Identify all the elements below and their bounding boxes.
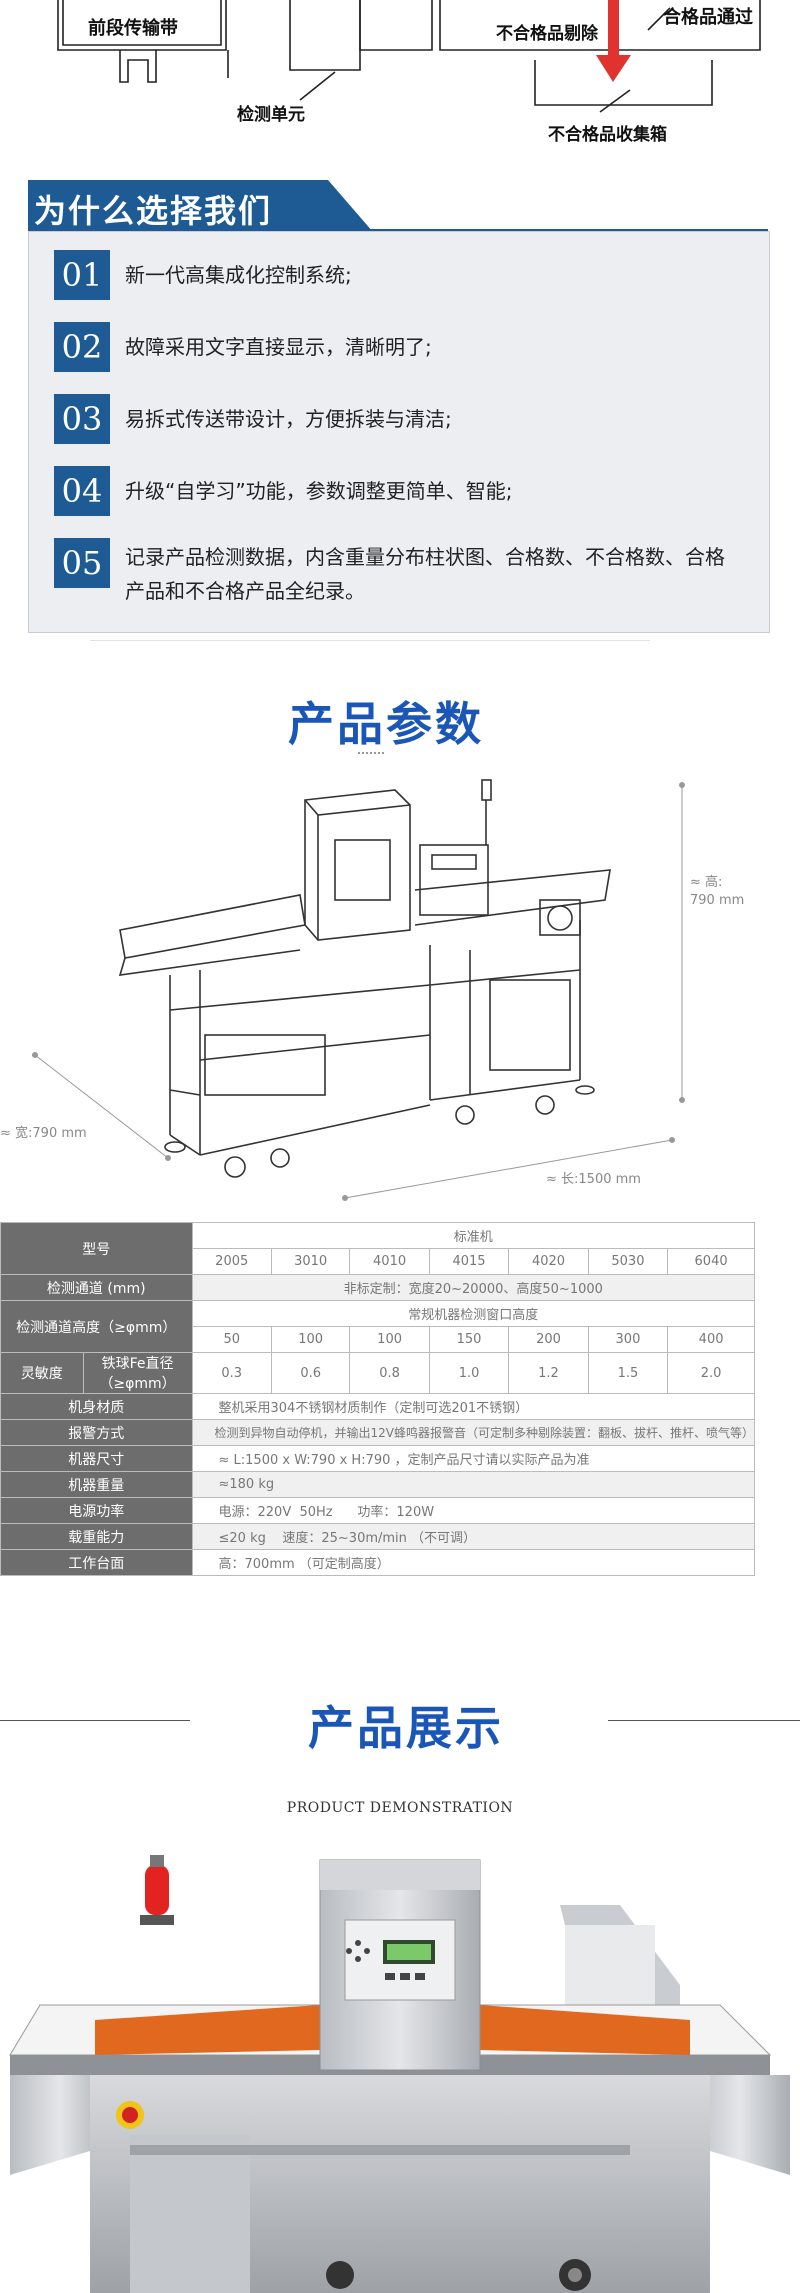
table-row: 工作台面 高：700mm （可定制高度）: [0, 1549, 755, 1576]
params-title: 产品参数: [288, 697, 484, 751]
item-number: 01: [54, 250, 110, 300]
height-cell: 150: [428, 1326, 510, 1353]
model-label: 型号: [0, 1222, 193, 1275]
fe-cell: 0.6: [270, 1352, 351, 1394]
spec-label: 工作台面: [0, 1549, 193, 1576]
item-text-line1: 记录产品检测数据，内含重量分布柱状图、合格数、不合格数、合格: [125, 545, 725, 569]
front-conveyor-label: 前段传输带: [88, 18, 178, 39]
product-photo: [9, 1855, 790, 2293]
table-row: 机器尺寸 ≈ L:1500 x W:790 x H:790 ，定制产品尺寸请以实…: [0, 1445, 755, 1472]
machine-drawing: [32, 779, 685, 1201]
table-row: 报警方式 检测到异物自动停机，并输出12V蜂鸣器报警音（可定制多种剔除装置：翻板…: [0, 1419, 755, 1446]
item-text: 记录产品检测数据，内含重量分布柱状图、合格数、不合格数、合格 产品和不合格产品全…: [125, 540, 755, 608]
pass-label: 合格品通过: [663, 7, 753, 28]
height-cell: 100: [270, 1326, 351, 1353]
model-cell: 2005: [191, 1248, 272, 1275]
spec-label: 机器尺寸: [0, 1445, 193, 1472]
height-label: 检测通道高度（≥φmm）: [0, 1300, 193, 1353]
dim-height-value: 790 mm: [690, 893, 745, 908]
height-cell: 300: [587, 1326, 669, 1353]
spec-value: 整机采用304不锈钢材质制作（定制可选201不锈钢）: [191, 1393, 755, 1420]
model-cell: 5030: [587, 1248, 669, 1275]
table-row: 型号 标准机: [0, 1222, 755, 1275]
sensitivity-label: 灵敏度: [0, 1352, 84, 1394]
fe-cell: 1.5: [587, 1352, 669, 1394]
item-number: 03: [54, 394, 110, 444]
spec-value: ≈180 kg: [191, 1471, 755, 1498]
item-text: 故障采用文字直接显示，清晰明了;: [125, 335, 432, 359]
table-row: 机身材质 整机采用304不锈钢材质制作（定制可选201不锈钢）: [0, 1393, 755, 1420]
standard-label: 标准机: [191, 1222, 755, 1249]
spec-label: 报警方式: [0, 1419, 193, 1446]
model-cell: 6040: [667, 1248, 755, 1275]
item-text-line2: 产品和不合格产品全纪录。: [125, 579, 365, 603]
item-text: 新一代高集成化控制系统;: [125, 263, 352, 287]
model-cell: 4020: [508, 1248, 589, 1275]
detection-unit-label: 检测单元: [237, 105, 305, 125]
demo-rule-right: [608, 1720, 800, 1721]
reject-label: 不合格品剔除: [496, 24, 598, 44]
spec-value: ≤20 kg 速度：25~30m/min （不可调）: [191, 1523, 755, 1550]
fe-cell: 1.0: [428, 1352, 510, 1394]
height-cell: 100: [349, 1326, 430, 1353]
table-row: 机器重量 ≈180 kg: [0, 1471, 755, 1498]
model-cell: 4015: [428, 1248, 510, 1275]
channel-value: 非标定制：宽度20~20000、高度50~1000: [191, 1274, 755, 1301]
item-number: 04: [54, 466, 110, 516]
spec-value: 高：700mm （可定制高度）: [191, 1549, 755, 1576]
title-dots: [358, 752, 384, 756]
fe-cell: 0.8: [349, 1352, 430, 1394]
fe-cell: 1.2: [508, 1352, 589, 1394]
table-row: 2005 3010 4010 4015 4020 5030 6040: [1, 1248, 755, 1275]
why-list: 01 新一代高集成化控制系统; 02 故障采用文字直接显示，清晰明了; 03 易…: [28, 231, 770, 633]
fe-cell: 0.3: [191, 1352, 272, 1394]
divider: [90, 640, 650, 641]
model-cell: 4010: [349, 1248, 430, 1275]
spec-label: 机器重量: [0, 1471, 193, 1498]
table-row: 灵敏度 铁球Fe直径（≥φmm） 0.3 0.6 0.8 1.0 1.2 1.5…: [0, 1352, 755, 1394]
item-number: 05: [54, 538, 110, 588]
table-row: 50 100 100 150 200 300 400: [1, 1326, 755, 1353]
item-number: 02: [54, 322, 110, 372]
item-text: 升级“自学习”功能，参数调整更简单、智能;: [125, 479, 513, 503]
reject-arrow-icon: [596, 55, 631, 82]
height-cell: 400: [667, 1326, 755, 1353]
why-title-rule: [28, 229, 768, 231]
demo-subtitle: PRODUCT DEMONSTRATION: [286, 1800, 514, 1816]
fe-label: 铁球Fe直径（≥φmm）: [82, 1352, 193, 1394]
table-row: 检测通道 (mm) 非标定制：宽度20~20000、高度50~1000: [0, 1274, 755, 1301]
why-title-banner: 为什么选择我们: [28, 180, 373, 232]
height-cell: 200: [508, 1326, 589, 1353]
spec-value: ≈ L:1500 x W:790 x H:790 ，定制产品尺寸请以实际产品为准: [191, 1445, 755, 1472]
spec-label: 载重能力: [0, 1523, 193, 1550]
demo-rule-left: [0, 1720, 190, 1721]
dim-length: ≈ 长:1500 mm: [546, 1172, 641, 1187]
dim-width: ≈ 宽:790 mm: [0, 1126, 87, 1141]
table-row: 载重能力 ≤20 kg 速度：25~30m/min （不可调）: [0, 1523, 755, 1550]
model-cell: 3010: [270, 1248, 351, 1275]
table-row: 检测通道高度（≥φmm） 常规机器检测窗口高度: [0, 1300, 755, 1353]
channel-label: 检测通道 (mm): [0, 1274, 193, 1301]
item-text: 易拆式传送带设计，方便拆装与清洁;: [125, 407, 452, 431]
height-cell: 50: [191, 1326, 272, 1353]
reject-bin-label: 不合格品收集箱: [548, 125, 667, 145]
fe-cell: 2.0: [667, 1352, 755, 1394]
spec-value: 检测到异物自动停机，并输出12V蜂鸣器报警音（可定制多种剔除装置：翻板、拔杆、推…: [191, 1419, 755, 1446]
spec-label: 机身材质: [0, 1393, 193, 1420]
spec-value: 电源：220V 50Hz 功率：120W: [191, 1497, 755, 1524]
dim-height-label: ≈ 高:: [690, 875, 723, 890]
spec-table: 型号 标准机 2005 3010 4010 4015 4020 5030 604…: [0, 1222, 755, 1576]
table-row: 电源功率 电源：220V 50Hz 功率：120W: [0, 1497, 755, 1524]
diagram-lines: [57, 0, 761, 113]
why-title: 为什么选择我们: [34, 192, 273, 230]
spec-label: 电源功率: [0, 1497, 193, 1524]
height-note: 常规机器检测窗口高度: [191, 1300, 755, 1327]
demo-title: 产品展示: [308, 1701, 504, 1755]
